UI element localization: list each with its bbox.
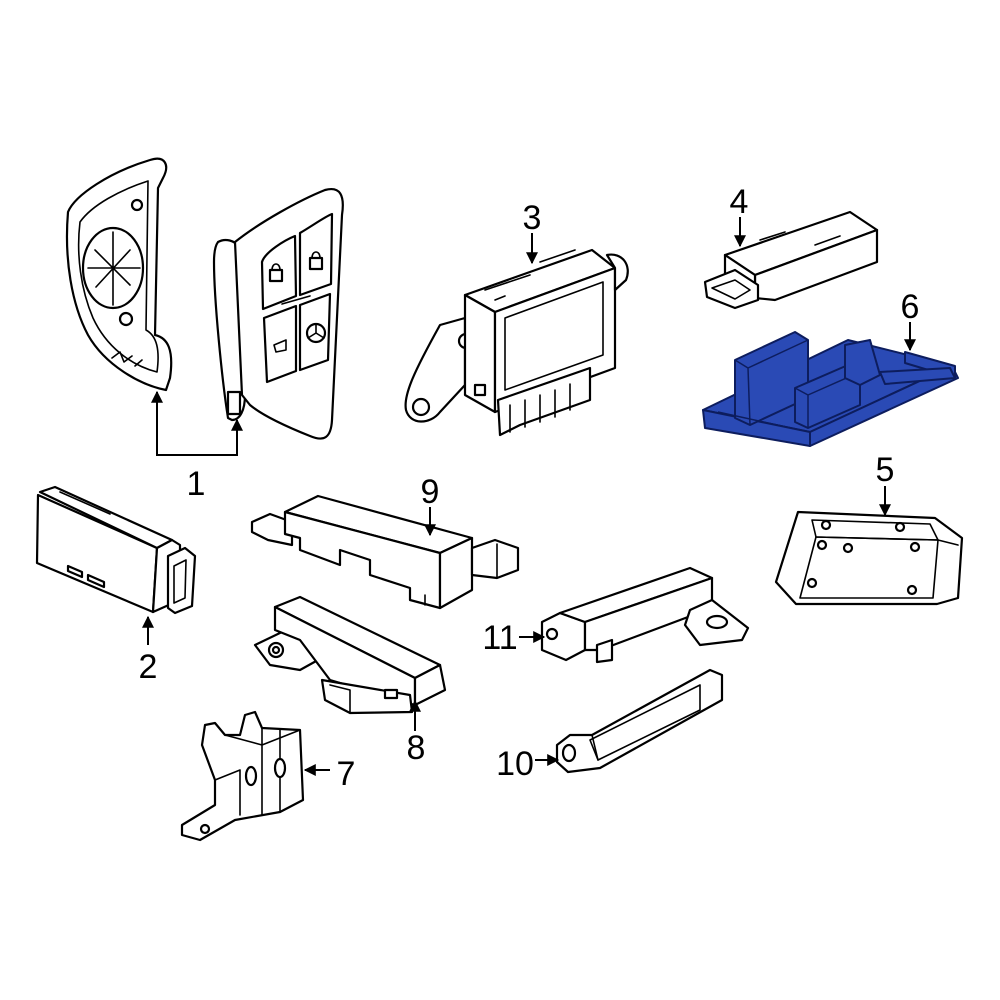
- module-9: [250, 494, 520, 610]
- callout-1-leader: [151, 390, 243, 456]
- bracket-7: [180, 710, 305, 842]
- callout-11-label: 11: [482, 619, 517, 657]
- tray-6: [702, 331, 959, 447]
- key-fob: [212, 188, 344, 440]
- module-3: [404, 248, 629, 437]
- module-8: [253, 595, 447, 715]
- module-5: [774, 510, 964, 606]
- callout-2-label: 2: [139, 648, 158, 686]
- callout-5-label: 5: [876, 451, 895, 489]
- callout-10-label: 10: [496, 745, 534, 783]
- callout-8-label: 8: [407, 729, 426, 767]
- module-2: [35, 485, 197, 615]
- key-fob-back-shell: [65, 157, 173, 392]
- module-10: [555, 668, 724, 774]
- callout-3-label: 3: [523, 199, 542, 237]
- module-11: [540, 566, 750, 664]
- callout-4-label: 4: [730, 183, 749, 221]
- module-4: [703, 210, 879, 310]
- callout-6-label: 6: [901, 288, 920, 326]
- callout-1-label: 1: [187, 465, 206, 503]
- callout-7-label: 7: [337, 755, 356, 793]
- callout-9-label: 9: [421, 473, 440, 511]
